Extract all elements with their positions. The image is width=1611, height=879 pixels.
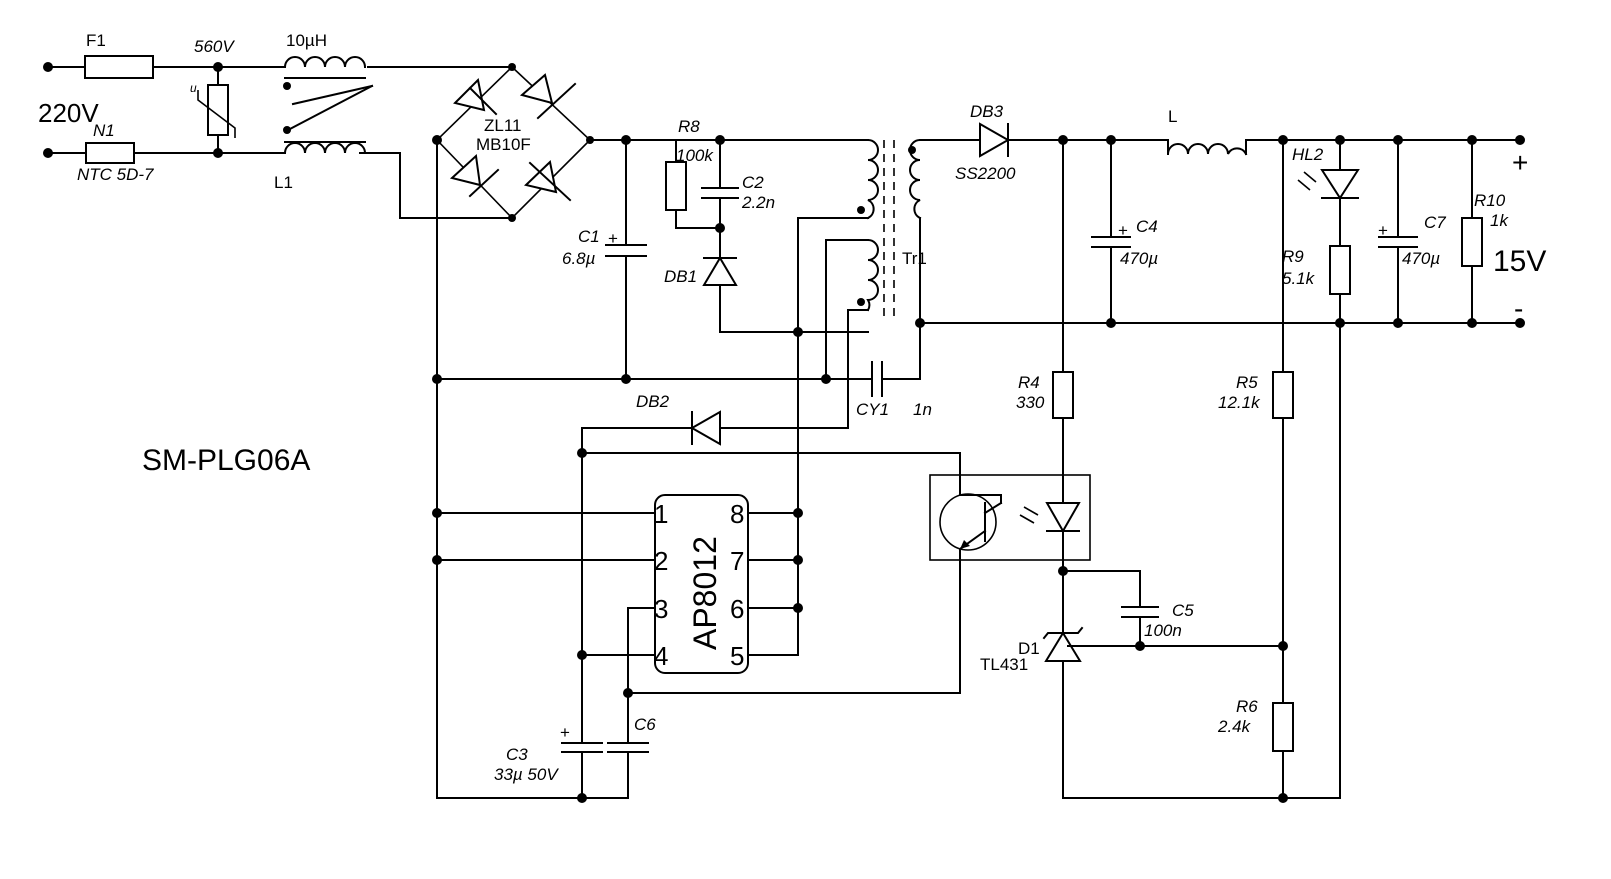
pin-7: 7 (730, 546, 744, 576)
resistor-r8 (665, 161, 687, 211)
opto-led (1045, 502, 1081, 534)
label-r8-value: 100k (676, 146, 714, 165)
choke-winding-top (283, 56, 367, 69)
controller-ic (432, 410, 803, 803)
label-r10: R10 (1474, 191, 1506, 210)
label-r5-value: 12.1k (1218, 393, 1261, 412)
fuse-f1 (84, 55, 154, 79)
label-r9-value: 5.1k (1282, 269, 1316, 288)
input-section (43, 55, 513, 219)
label-c5-value: 100n (1144, 621, 1182, 640)
label-f1: F1 (86, 31, 106, 50)
tl431-section (1042, 570, 1284, 799)
label-c5: C5 (1172, 601, 1194, 620)
bridge-diode-2 (519, 73, 577, 120)
secondary-side (919, 122, 1525, 803)
label-n1: N1 (93, 121, 115, 140)
transformer-tr1 (857, 138, 922, 318)
label-r9: R9 (1282, 247, 1304, 266)
bridge-rectifier (432, 63, 594, 222)
resistor-r6 (1272, 702, 1294, 752)
diagram-title: SM-PLG06A (142, 444, 310, 477)
label-c4-polarity: + (1118, 221, 1128, 240)
resistor-r10 (1461, 217, 1483, 267)
label-r6-value: 2.4k (1217, 717, 1252, 736)
label-c3-value: 33µ 50V (494, 765, 559, 784)
inductor-l (1166, 143, 1248, 156)
label-hl2: HL2 (1292, 145, 1324, 164)
label-choke-value: 10µH (286, 31, 327, 50)
resistor-r5 (1272, 371, 1294, 419)
label-db2: DB2 (636, 392, 670, 411)
optocoupler (581, 452, 1091, 694)
resistor-r9 (1329, 245, 1351, 295)
led-hl2 (1320, 169, 1360, 200)
label-cy1-value: 1n (913, 400, 932, 419)
label-c2: C2 (742, 173, 764, 192)
choke-winding-bottom (283, 142, 367, 155)
label-c4: C4 (1136, 217, 1158, 236)
label-c1: C1 (578, 227, 600, 246)
pin-3: 3 (654, 594, 668, 624)
label-n1-part: NTC 5D-7 (77, 165, 154, 184)
label-db3: DB3 (970, 102, 1004, 121)
label-input-voltage: 220V (38, 98, 99, 128)
label-c1-polarity: + (608, 229, 618, 248)
label-c7-value: 470µ (1402, 249, 1440, 268)
label-l: L (1168, 107, 1177, 126)
bridge-diode-1 (453, 77, 498, 116)
resistor-r4 (1052, 371, 1074, 419)
label-varistor-rating: 560V (194, 37, 235, 56)
pin-4: 4 (654, 641, 668, 671)
label-r6: R6 (1236, 697, 1258, 716)
label-c7: C7 (1424, 213, 1446, 232)
label-c4-value: 470µ (1120, 249, 1158, 268)
ntc-n1 (85, 142, 135, 164)
pin-1: 1 (654, 499, 668, 529)
labels: F1 560V u 10µH L1 220V N1 NTC 5D-7 ZL11 … (38, 31, 1546, 784)
label-output-plus: + (1512, 147, 1528, 178)
label-r10-value: 1k (1490, 211, 1509, 230)
label-c7-polarity: + (1378, 221, 1388, 240)
pin-2: 2 (654, 546, 668, 576)
diode-db1 (702, 256, 738, 286)
diode-db2 (689, 410, 721, 446)
label-d1: D1 (1018, 639, 1040, 658)
pin-6: 6 (730, 594, 744, 624)
label-c1-value: 6.8µ (562, 249, 596, 268)
label-r4: R4 (1018, 373, 1040, 392)
diode-db3 (979, 122, 1011, 158)
label-r5: R5 (1236, 373, 1258, 392)
ic-ap8012 (654, 494, 749, 674)
bridge-diode-4 (523, 160, 572, 202)
label-l1: L1 (274, 173, 293, 192)
label-c6: C6 (634, 715, 656, 734)
label-output-minus: - (1514, 293, 1523, 324)
ic-part-label: AP8012 (687, 536, 723, 650)
label-db3-part: SS2200 (955, 164, 1016, 183)
label-c3: C3 (506, 745, 528, 764)
label-c2-value: 2.2n (741, 193, 775, 212)
label-bridge-ref: ZL11 (484, 116, 522, 135)
label-bridge-part: MB10F (476, 135, 531, 154)
label-db1: DB1 (664, 267, 697, 286)
label-varistor-symbol: u (190, 81, 197, 95)
bridge-diode-3 (449, 153, 500, 198)
pin-8: 8 (730, 499, 744, 529)
pin-5: 5 (730, 641, 744, 671)
label-r4-value: 330 (1016, 393, 1045, 412)
label-cy1: CY1 (856, 400, 889, 419)
primary-side (432, 135, 869, 799)
label-tr1: Tr1 (902, 249, 927, 268)
label-c3-polarity: + (560, 723, 570, 742)
label-output-voltage: 15V (1493, 245, 1546, 278)
label-d1-part: TL431 (980, 655, 1028, 674)
label-r8: R8 (678, 117, 700, 136)
